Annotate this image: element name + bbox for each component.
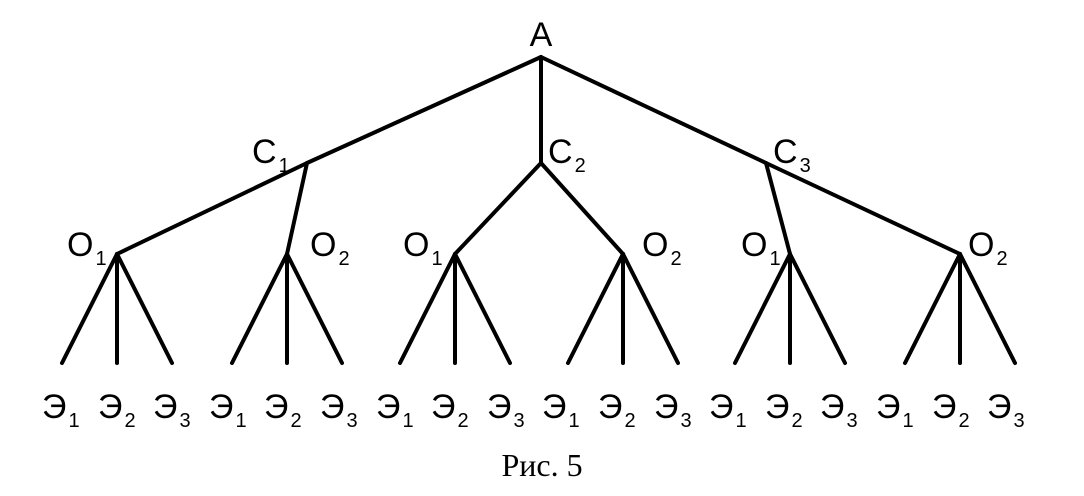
node-a: A (530, 16, 553, 54)
edge-o-leaf-18 (958, 252, 1017, 365)
edge-c-o-2 (285, 161, 309, 256)
edge-o-leaf-13 (733, 252, 792, 365)
edge-o-leaf-10 (566, 252, 625, 365)
edge-c-o-4 (539, 161, 625, 256)
edge-root-c3 (539, 55, 768, 165)
edge-c-o-5 (764, 161, 792, 256)
edge-o-leaf-4 (230, 252, 289, 365)
edge-c-o-6 (764, 161, 962, 256)
tree-edges (60, 55, 1017, 365)
edge-c-o-1 (115, 161, 309, 256)
edge-o-leaf-6 (285, 252, 344, 365)
edge-o-leaf-16 (903, 252, 962, 365)
edge-o-leaf-12 (621, 252, 680, 365)
edge-o-leaf-9 (453, 252, 512, 365)
edge-o-leaf-3 (115, 252, 174, 365)
edge-c-o-3 (453, 161, 543, 256)
edge-root-c1 (305, 55, 543, 165)
edge-o-leaf-7 (398, 252, 457, 365)
edge-o-leaf-15 (788, 252, 847, 365)
edge-o-leaf-1 (60, 252, 119, 365)
figure-caption: Рис. 5 (501, 447, 582, 483)
